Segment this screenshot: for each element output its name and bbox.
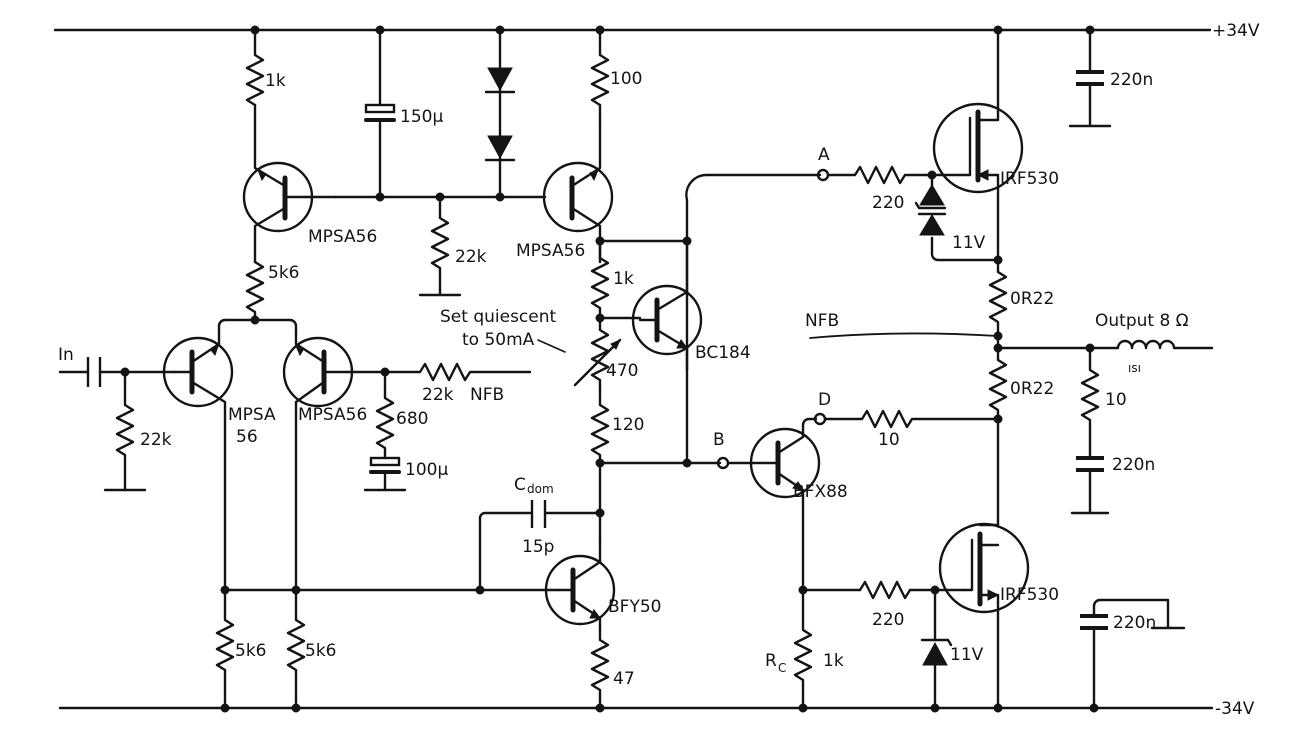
q4-label: MPSA56 [298, 405, 367, 425]
q9-mosfet: IRF530 [938, 518, 1059, 710]
capacitor-220n-top-label: 220n [1110, 70, 1153, 90]
resistor-0r22-bottom-label: 0R22 [1010, 379, 1054, 399]
input-label: In [58, 345, 74, 365]
negative-rail: -34V [58, 699, 1255, 719]
q6-label: BFY50 [608, 597, 661, 617]
resistor-rc: R C 1k [765, 588, 844, 710]
q1-label: MPSA56 [308, 227, 377, 247]
resistor-1k-top: 1k [245, 28, 286, 107]
resistor-680: 680 [375, 370, 428, 460]
resistor-0r22-top: 0R22 [988, 258, 1054, 338]
rc-label: R [765, 651, 777, 671]
resistor-5k6-right-label: 5k6 [305, 641, 336, 661]
node-a-label: A [818, 145, 830, 165]
zener-top-label: 11V [952, 233, 986, 253]
capacitor-220n-top: 220n [1068, 28, 1153, 128]
q5-label: BC184 [695, 343, 751, 363]
q7-label: BFX88 [793, 482, 848, 502]
capacitor-220n-bottom: 220n [1080, 598, 1186, 710]
node-b-label: B [713, 430, 725, 450]
resistor-220-gate-a-label: 220 [872, 193, 904, 213]
zener-bottom: 11V [920, 588, 984, 710]
resistor-1k-bias: 1k [590, 239, 634, 320]
q6-transistor: BFY50 [544, 538, 661, 632]
output-inductor: ısı [1088, 339, 1214, 375]
capacitor-220n-zobel-label: 220n [1112, 455, 1155, 475]
resistor-220-gate-d-label: 220 [872, 610, 904, 630]
capacitor-220n-bottom-label: 220n [1113, 613, 1156, 633]
capacitor-cdom: C dom 15p [478, 475, 602, 592]
resistor-5k6-left-label: 5k6 [235, 641, 266, 661]
q2-label: MPSA56 [516, 241, 585, 261]
q4-transistor: MPSA56 [282, 333, 387, 592]
pot-470-label: 470 [606, 361, 638, 381]
q1-transistor: MPSA56 [242, 103, 377, 264]
cdom-label: C [514, 475, 526, 495]
cdom-value-label: 15p [522, 537, 554, 557]
resistor-0r22-top-label: 0R22 [1010, 289, 1054, 309]
capacitor-150u-label: 150µ [400, 107, 443, 127]
resistor-10-driver-label: 10 [878, 430, 900, 450]
resistor-10-zobel-label: 10 [1105, 390, 1127, 410]
output-label: Output 8 Ω [1095, 311, 1189, 331]
nfb-output-label: NFB [805, 311, 839, 331]
zener-bottom-label: 11V [950, 645, 984, 665]
inductor-mark: ısı [1128, 361, 1141, 375]
input-stage: In 22k [58, 345, 177, 492]
cdom-sub-label: dom [527, 482, 554, 496]
resistor-22k-nfb: 22k NFB [383, 362, 532, 405]
resistor-100-label: 100 [610, 69, 642, 89]
resistor-47-label: 47 [613, 669, 635, 689]
positive-rail-label: +34V [1212, 21, 1260, 41]
resistor-1k-bias-label: 1k [613, 269, 634, 289]
capacitor-100u-label: 100µ [405, 460, 448, 480]
node-d-label: D [818, 390, 831, 410]
resistor-680-label: 680 [396, 409, 428, 429]
resistor-5k6-right: 5k6 [286, 588, 336, 710]
resistor-47: 47 [590, 628, 635, 710]
resistor-1k-top-label: 1k [265, 71, 286, 91]
resistor-22k-mid: 22k [418, 195, 487, 297]
q7-transistor: BFX88 [749, 417, 848, 592]
resistor-5k6-tail-label: 5k6 [268, 263, 299, 283]
diode-string [484, 25, 516, 199]
q9-label: IRF530 [1000, 585, 1059, 605]
positive-rail: +34V [53, 21, 1260, 41]
resistor-220-gate-d: 220 [858, 580, 967, 630]
q5-transistor: BC184 [631, 239, 751, 372]
resistor-5k6-tail: 5k6 [245, 260, 299, 322]
capacitor-150u: 150µ [364, 28, 443, 199]
resistor-10-zobel: 10 [1080, 346, 1127, 454]
q3-label-line1: MPSA [228, 405, 276, 425]
quiescent-note-line1: Set quiescent [440, 307, 557, 327]
resistor-22k-mid-label: 22k [455, 247, 487, 267]
quiescent-note-line2: to 50mA [462, 330, 535, 350]
resistor-10-driver: 10 [823, 409, 1002, 450]
resistor-22k-nfb-label: 22k [422, 385, 454, 405]
resistor-120: 120 [590, 388, 644, 465]
zener-top: 11V [914, 173, 1000, 262]
q8-label: IRF530 [1000, 169, 1059, 189]
resistor-220-gate-a: 220 [826, 165, 962, 213]
resistor-120-label: 120 [612, 415, 644, 435]
resistor-5k6-left: 5k6 [215, 588, 266, 710]
q3-transistor: MPSA 56 [162, 333, 276, 592]
pot-470: 470 [573, 316, 638, 392]
resistor-0r22-bottom: 0R22 [988, 346, 1054, 421]
input-resistor-label: 22k [140, 430, 172, 450]
capacitor-220n-zobel: 220n [1070, 450, 1155, 515]
rc-sub-label: C [778, 661, 786, 675]
q3-label-line2: 56 [236, 427, 258, 447]
resistor-rc-value: 1k [823, 651, 844, 671]
nfb-input-label: NFB [470, 385, 504, 405]
q8-mosfet: IRF530 [932, 28, 1059, 262]
resistor-100: 100 [590, 28, 642, 122]
negative-rail-label: -34V [1215, 699, 1255, 719]
capacitor-100u: 100µ [363, 456, 448, 492]
